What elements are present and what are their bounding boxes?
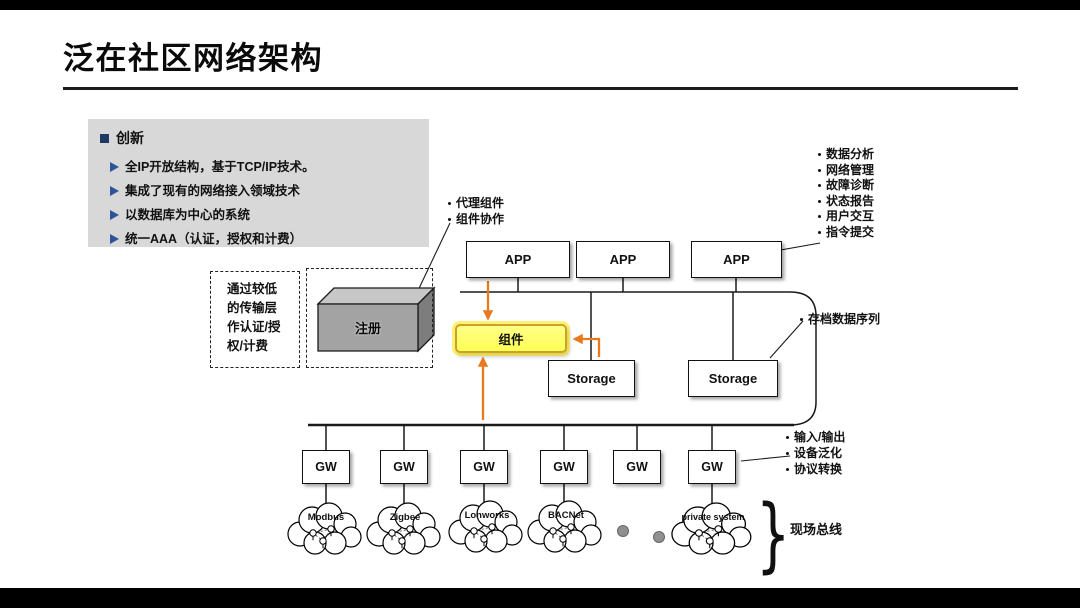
app-function-text: 状态报告 xyxy=(826,193,875,208)
archive-leader xyxy=(769,320,804,359)
archive-note-item: 存档数据序列 xyxy=(800,312,880,328)
app-function-item: 数据分析 xyxy=(818,147,874,163)
cloud-modbus xyxy=(287,502,362,555)
gateway-box-4: GW xyxy=(540,450,588,484)
fieldbus-clouds xyxy=(287,500,752,555)
gw-function-text: 协议转换 xyxy=(794,462,843,476)
bullet-dot-icon xyxy=(818,230,821,234)
archive-note: 存档数据序列 xyxy=(800,312,880,328)
innovation-item: 全IP开放结构，基于TCP/IP技术。 xyxy=(100,155,419,179)
bullet-dot-icon xyxy=(818,199,821,203)
bullet-dot-icon xyxy=(786,435,789,439)
agent-note-item: 代理组件 xyxy=(448,196,504,212)
storage-box-2: Storage xyxy=(688,360,778,397)
letterbox-top xyxy=(0,0,1080,10)
gw-functions-list: 输入/输出 设备泛化 协议转换 xyxy=(786,429,845,477)
ellipsis-dot xyxy=(653,531,665,543)
gw-function-item: 协议转换 xyxy=(786,461,845,477)
app-box-2: APP xyxy=(576,241,670,278)
bullet-dot-icon xyxy=(800,318,803,322)
arrow-bullet-icon xyxy=(110,234,119,244)
cloud-label-bacnet: BACNet xyxy=(548,510,584,521)
bullet-dot-icon xyxy=(448,217,451,221)
arrow-bullet-icon xyxy=(110,210,119,220)
cloud-bacnet xyxy=(527,500,602,553)
bullet-dot-icon xyxy=(818,215,821,219)
app-function-item: 网络管理 xyxy=(818,163,874,179)
app-box-3: APP xyxy=(691,241,782,278)
agent-note-text: 代理组件 xyxy=(456,196,505,210)
fieldbus-brace: } xyxy=(756,487,791,582)
auth-note-box: 通过较低的传输层作认证/授权/计费 xyxy=(210,271,300,368)
innovation-item-text: 全IP开放结构，基于TCP/IP技术。 xyxy=(125,160,315,174)
cloud-label-lonworks: Lonworks xyxy=(464,510,510,521)
app-function-text: 故障诊断 xyxy=(826,178,875,192)
gateway-box-2: GW xyxy=(380,450,428,484)
app-function-text: 用户交互 xyxy=(826,209,875,223)
archive-note-text: 存档数据序列 xyxy=(808,312,881,326)
agent-note-text: 组件协作 xyxy=(456,211,505,226)
innovation-item-text: 以数据库为中心的系统 xyxy=(125,208,251,222)
innovation-item: 集成了现有的网络接入领域技术 xyxy=(100,179,419,203)
fieldbus-label: 现场总线 xyxy=(790,522,843,537)
bullet-dot-icon xyxy=(786,451,789,455)
agent-note-item: 组件协作 xyxy=(448,212,504,228)
app-function-text: 数据分析 xyxy=(826,147,875,161)
bullet-dot-icon xyxy=(818,184,821,188)
gw-functions-leader xyxy=(740,455,791,462)
gw-function-text: 输入/输出 xyxy=(794,430,846,444)
app-function-item: 指令提交 xyxy=(818,225,874,241)
cloud-label-private-system: private system xyxy=(681,512,745,522)
innovation-heading: 创新 xyxy=(100,128,419,148)
app-box-1: APP xyxy=(466,241,570,278)
arrow-bullet-icon xyxy=(110,186,119,196)
cloud-label-modbus: Modbus xyxy=(307,512,345,523)
arrow-storage-to-component xyxy=(572,333,601,357)
gw-function-item: 设备泛化 xyxy=(786,445,845,461)
gateway-box-1: GW xyxy=(302,450,350,484)
innovation-item-text: 统一AAA（认证，授权和计费） xyxy=(125,232,303,246)
bullet-dot-icon xyxy=(818,168,821,172)
arrow-bullet-icon xyxy=(110,162,119,172)
register-box-label: 注册 xyxy=(354,321,381,336)
agent-notes: 代理组件 组件协作 xyxy=(448,196,504,227)
storage-box-1: Storage xyxy=(548,360,635,397)
bullet-dot-icon xyxy=(818,153,821,157)
cloud-zigbee xyxy=(366,502,441,555)
bullet-dot-icon xyxy=(448,202,451,206)
letterbox-bottom xyxy=(0,588,1080,608)
innovation-panel: 创新 全IP开放结构，基于TCP/IP技术。 集成了现有的网络接入领域技术 以数… xyxy=(88,119,429,247)
innovation-item: 以数据库为中心的系统 xyxy=(100,203,419,227)
gw-function-text: 设备泛化 xyxy=(794,446,843,460)
innovation-item-text: 集成了现有的网络接入领域技术 xyxy=(125,184,301,198)
page-title: 泛在社区网络架构 xyxy=(63,41,323,76)
app-function-text: 指令提交 xyxy=(826,224,875,239)
gateway-box-3: GW xyxy=(460,450,508,484)
gateway-box-5: GW xyxy=(613,450,661,484)
innovation-item: 统一AAA（认证，授权和计费） xyxy=(100,227,419,251)
cloud-lonworks xyxy=(448,500,523,553)
auth-note-text: 通过较低的传输层作认证/授权/计费 xyxy=(227,282,281,353)
app-function-item: 故障诊断 xyxy=(818,178,874,194)
app-function-item: 用户交互 xyxy=(818,209,874,225)
app-function-item: 状态报告 xyxy=(818,194,874,210)
title-underline xyxy=(63,87,1018,90)
ellipsis-dot xyxy=(617,525,629,537)
upper-bus-line xyxy=(460,291,817,426)
gateway-box-6: GW xyxy=(688,450,736,484)
gw-function-item: 输入/输出 xyxy=(786,429,845,445)
app-functions-list: 数据分析 网络管理 故障诊断 状态报告 用户交互 指令提交 xyxy=(818,147,874,240)
innovation-heading-text: 创新 xyxy=(116,130,144,146)
cloud-private-system xyxy=(671,502,752,555)
component-box: 组件 xyxy=(455,324,567,353)
bullet-dot-icon xyxy=(786,467,789,471)
app-function-text: 网络管理 xyxy=(826,162,875,177)
square-bullet-icon xyxy=(100,133,109,143)
cloud-label-zigbee: Zigbee xyxy=(389,512,421,523)
